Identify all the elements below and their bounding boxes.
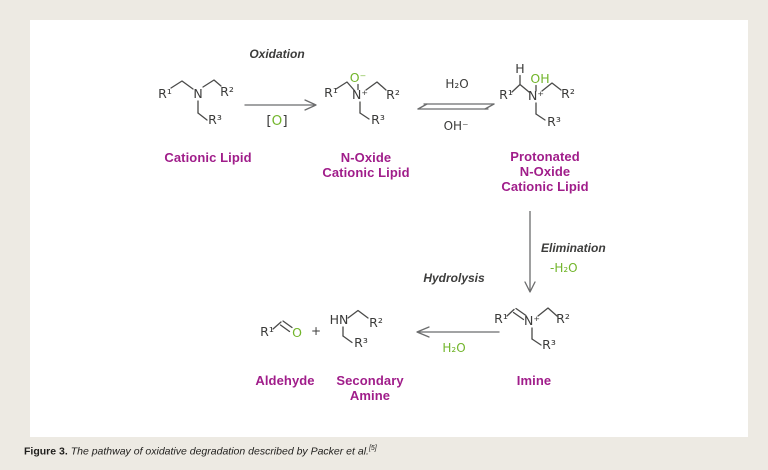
protonated-n-oxide-structure: H OH R¹ N⁺ R² R³ <box>499 61 575 129</box>
atom-label-oh: OH <box>530 71 549 86</box>
oxidant-bracket-close: ] <box>282 113 288 129</box>
secondary-amine-name-line1: Secondary <box>336 373 404 388</box>
caption-text: The pathway of oxidative degradation des… <box>70 445 369 458</box>
imine-bonds <box>506 307 558 346</box>
oxidation-arrow <box>244 99 317 111</box>
atom-label-r3: R³ <box>354 335 368 350</box>
atom-label-r3: R³ <box>371 112 385 127</box>
secondary-amine-name-line2: Amine <box>349 388 391 403</box>
atom-label-r1: R¹ <box>260 324 274 339</box>
hydrolysis-reagent: H₂O <box>442 341 466 355</box>
atom-label-r2: R² <box>561 86 575 101</box>
elimination-label: Elimination <box>541 241 606 255</box>
n-oxide-name-line2: Cationic Lipid <box>322 165 410 180</box>
atom-label-r1: R¹ <box>499 87 513 102</box>
protonated-name-line2: N-Oxide <box>519 164 571 179</box>
aldehyde-structure: R¹ O <box>260 320 302 340</box>
n-oxide-bonds <box>335 81 387 120</box>
aldehyde-name: Aldehyde <box>255 373 315 388</box>
atom-label-n-plus: N⁺ <box>352 87 368 102</box>
atom-label-r3: R³ <box>547 114 561 129</box>
oxidant-bracket-open: [ <box>266 113 272 129</box>
atom-label-r2: R² <box>386 87 400 102</box>
n-oxide-name-line1: N-Oxide <box>340 150 392 165</box>
atom-label-r1: R¹ <box>494 311 508 326</box>
atom-label-r2: R² <box>220 84 234 99</box>
imine-name: Imine <box>516 373 552 388</box>
imine-structure: R¹ N⁺ R² R³ <box>494 307 570 352</box>
caption-figure-number: Figure 3. <box>24 445 68 458</box>
n-oxide-structure: O⁻ R¹ N⁺ R² R³ <box>324 70 400 127</box>
atom-label-n: N <box>193 86 202 101</box>
figure-canvas <box>30 20 748 437</box>
protonated-n-oxide-bonds <box>511 74 562 121</box>
n-oxide-name: N-Oxide Cationic Lipid <box>306 150 426 180</box>
atom-label-r2: R² <box>369 315 383 330</box>
atom-label-n-plus: N⁺ <box>524 313 540 328</box>
caption-reference: [5] <box>368 445 377 452</box>
elimination-arrow <box>524 211 536 293</box>
protonated-name-line1: Protonated <box>510 149 580 164</box>
protonated-n-oxide-name: Protonated N-Oxide Cationic Lipid <box>485 149 605 194</box>
equilibrium-forward-reagent: H₂O <box>445 77 469 91</box>
hydrolysis-arrow <box>416 326 500 338</box>
cationic-lipid-name: Cationic Lipid <box>164 150 252 165</box>
equilibrium-reverse-reagent: OH⁻ <box>443 119 469 133</box>
elimination-byproduct: -H₂O <box>550 261 578 275</box>
atom-label-o: O <box>292 325 302 340</box>
figure-caption: Figure 3. The pathway of oxidative degra… <box>24 445 377 458</box>
atom-label-hn: HN <box>330 312 349 327</box>
oxidant-reagent: [O] <box>247 113 307 129</box>
oxidant-oxygen: O <box>271 113 283 129</box>
atom-label-r3: R³ <box>208 112 222 127</box>
protonated-name-line3: Cationic Lipid <box>501 179 589 194</box>
atom-label-h: H <box>515 61 524 76</box>
secondary-amine-name: Secondary Amine <box>320 373 420 403</box>
aldehyde-bonds <box>272 320 293 333</box>
atom-label-r2: R² <box>556 311 570 326</box>
secondary-amine-structure: HN R² R³ <box>330 309 383 350</box>
oxidation-label: Oxidation <box>249 47 305 61</box>
secondary-amine-bonds <box>342 309 369 344</box>
atom-label-o-minus: O⁻ <box>350 70 366 85</box>
plus-sign: + <box>310 324 322 338</box>
cationic-lipid-structure: R¹ N R² R³ <box>158 79 234 127</box>
atom-label-r1: R¹ <box>158 86 172 101</box>
atom-label-r1: R¹ <box>324 85 338 100</box>
hydrolysis-label: Hydrolysis <box>423 271 485 285</box>
atom-label-r3: R³ <box>542 337 556 352</box>
equilibrium-arrows <box>417 103 495 110</box>
cationic-lipid-bonds <box>170 79 222 121</box>
atom-label-n-plus: N⁺ <box>528 88 544 103</box>
